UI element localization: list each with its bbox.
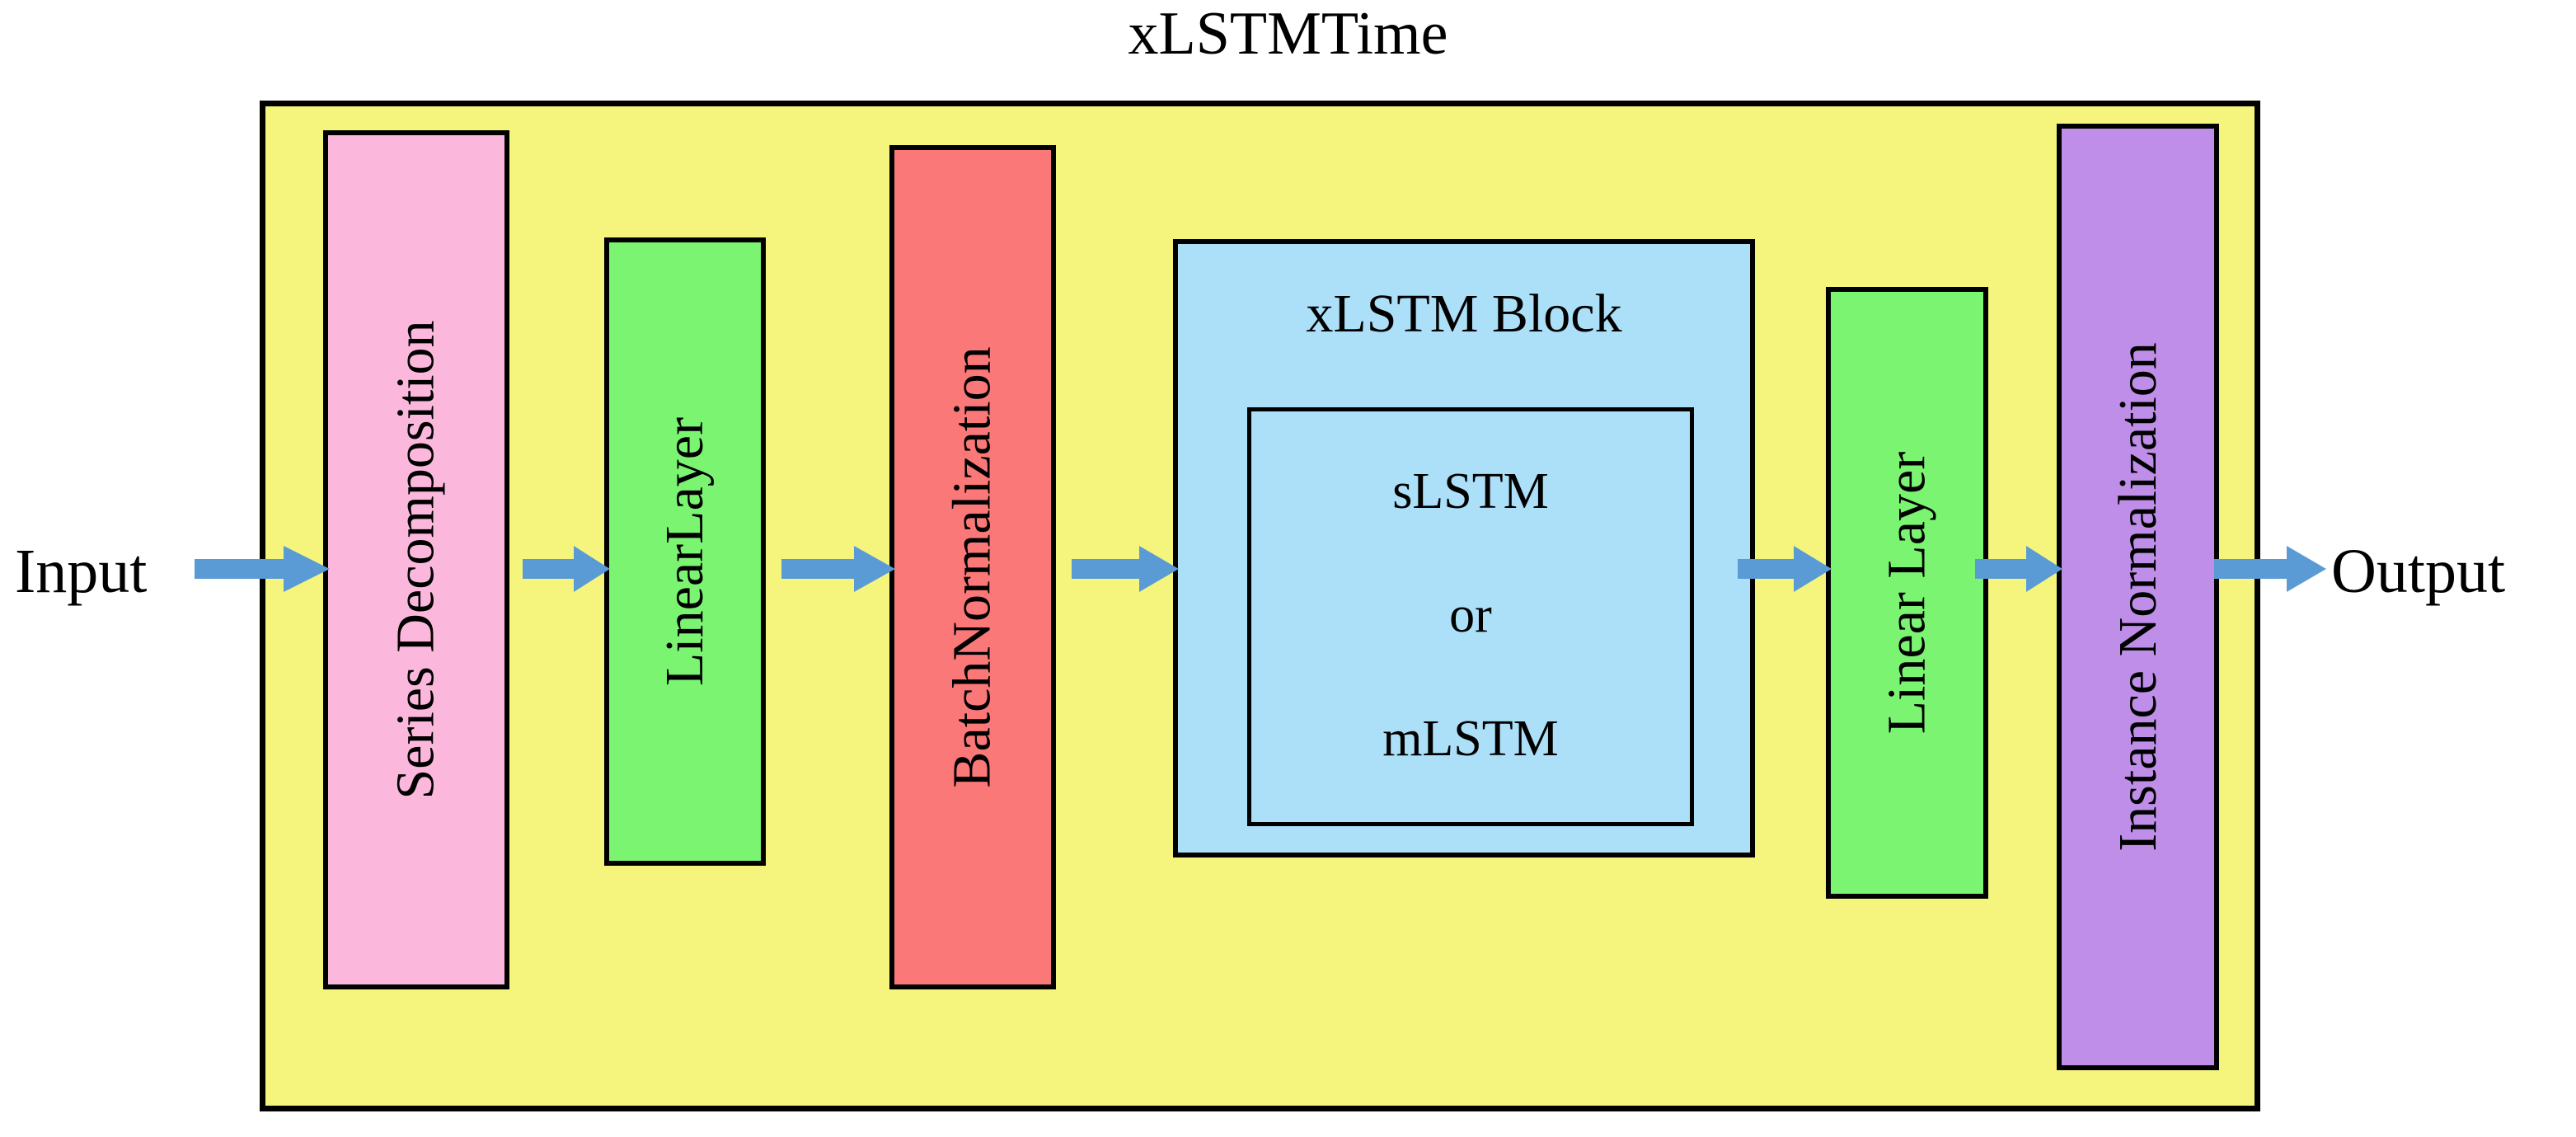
block-series-decomposition-label: Series Decomposition — [386, 320, 447, 800]
arrow-batch-normalization-to-xlstm — [1072, 546, 1179, 592]
block-linear-layer-1-label: LinearLayer — [655, 416, 716, 687]
output-label: Output — [2331, 537, 2506, 606]
page-title: xLSTMTime — [1128, 0, 1448, 68]
arrow-series-decomposition-to-linear-1 — [523, 546, 610, 592]
block-batch-normalization[interactable]: BatchNormalization — [889, 145, 1056, 989]
block-linear-layer-1[interactable]: LinearLayer — [604, 237, 766, 866]
block-instance-normalization[interactable]: Instance Normalization — [2057, 124, 2219, 1070]
block-linear-layer-2[interactable]: Linear Layer — [1826, 287, 1988, 899]
block-batch-normalization-label: BatchNormalization — [942, 346, 1002, 788]
block-instance-normalization-label: Instance Normalization — [2107, 342, 2168, 852]
xlstm-variant-slstm: sLSTM — [1392, 463, 1549, 519]
arrow-linear-1-to-batch-normalization — [781, 546, 895, 592]
xlstm-variant-mlstm: mLSTM — [1382, 711, 1559, 767]
xlstm-variants-box: sLSTM or mLSTM — [1247, 407, 1694, 826]
input-label: Input — [15, 537, 148, 606]
block-linear-layer-2-label: Linear Layer — [1876, 451, 1937, 735]
arrow-instance-normalization-to-output — [2214, 546, 2326, 592]
arrow-xlstm-to-linear-2 — [1738, 546, 1832, 592]
xlstm-variant-separator: or — [1449, 587, 1492, 643]
block-series-decomposition[interactable]: Series Decomposition — [323, 130, 509, 989]
block-xlstm-label: xLSTM Block — [1306, 284, 1622, 344]
arrow-linear-2-to-instance-normalization — [1975, 546, 2062, 592]
arrow-input-to-series-decomposition — [195, 546, 330, 592]
block-xlstm[interactable]: xLSTM Block sLSTM or mLSTM — [1173, 239, 1755, 857]
